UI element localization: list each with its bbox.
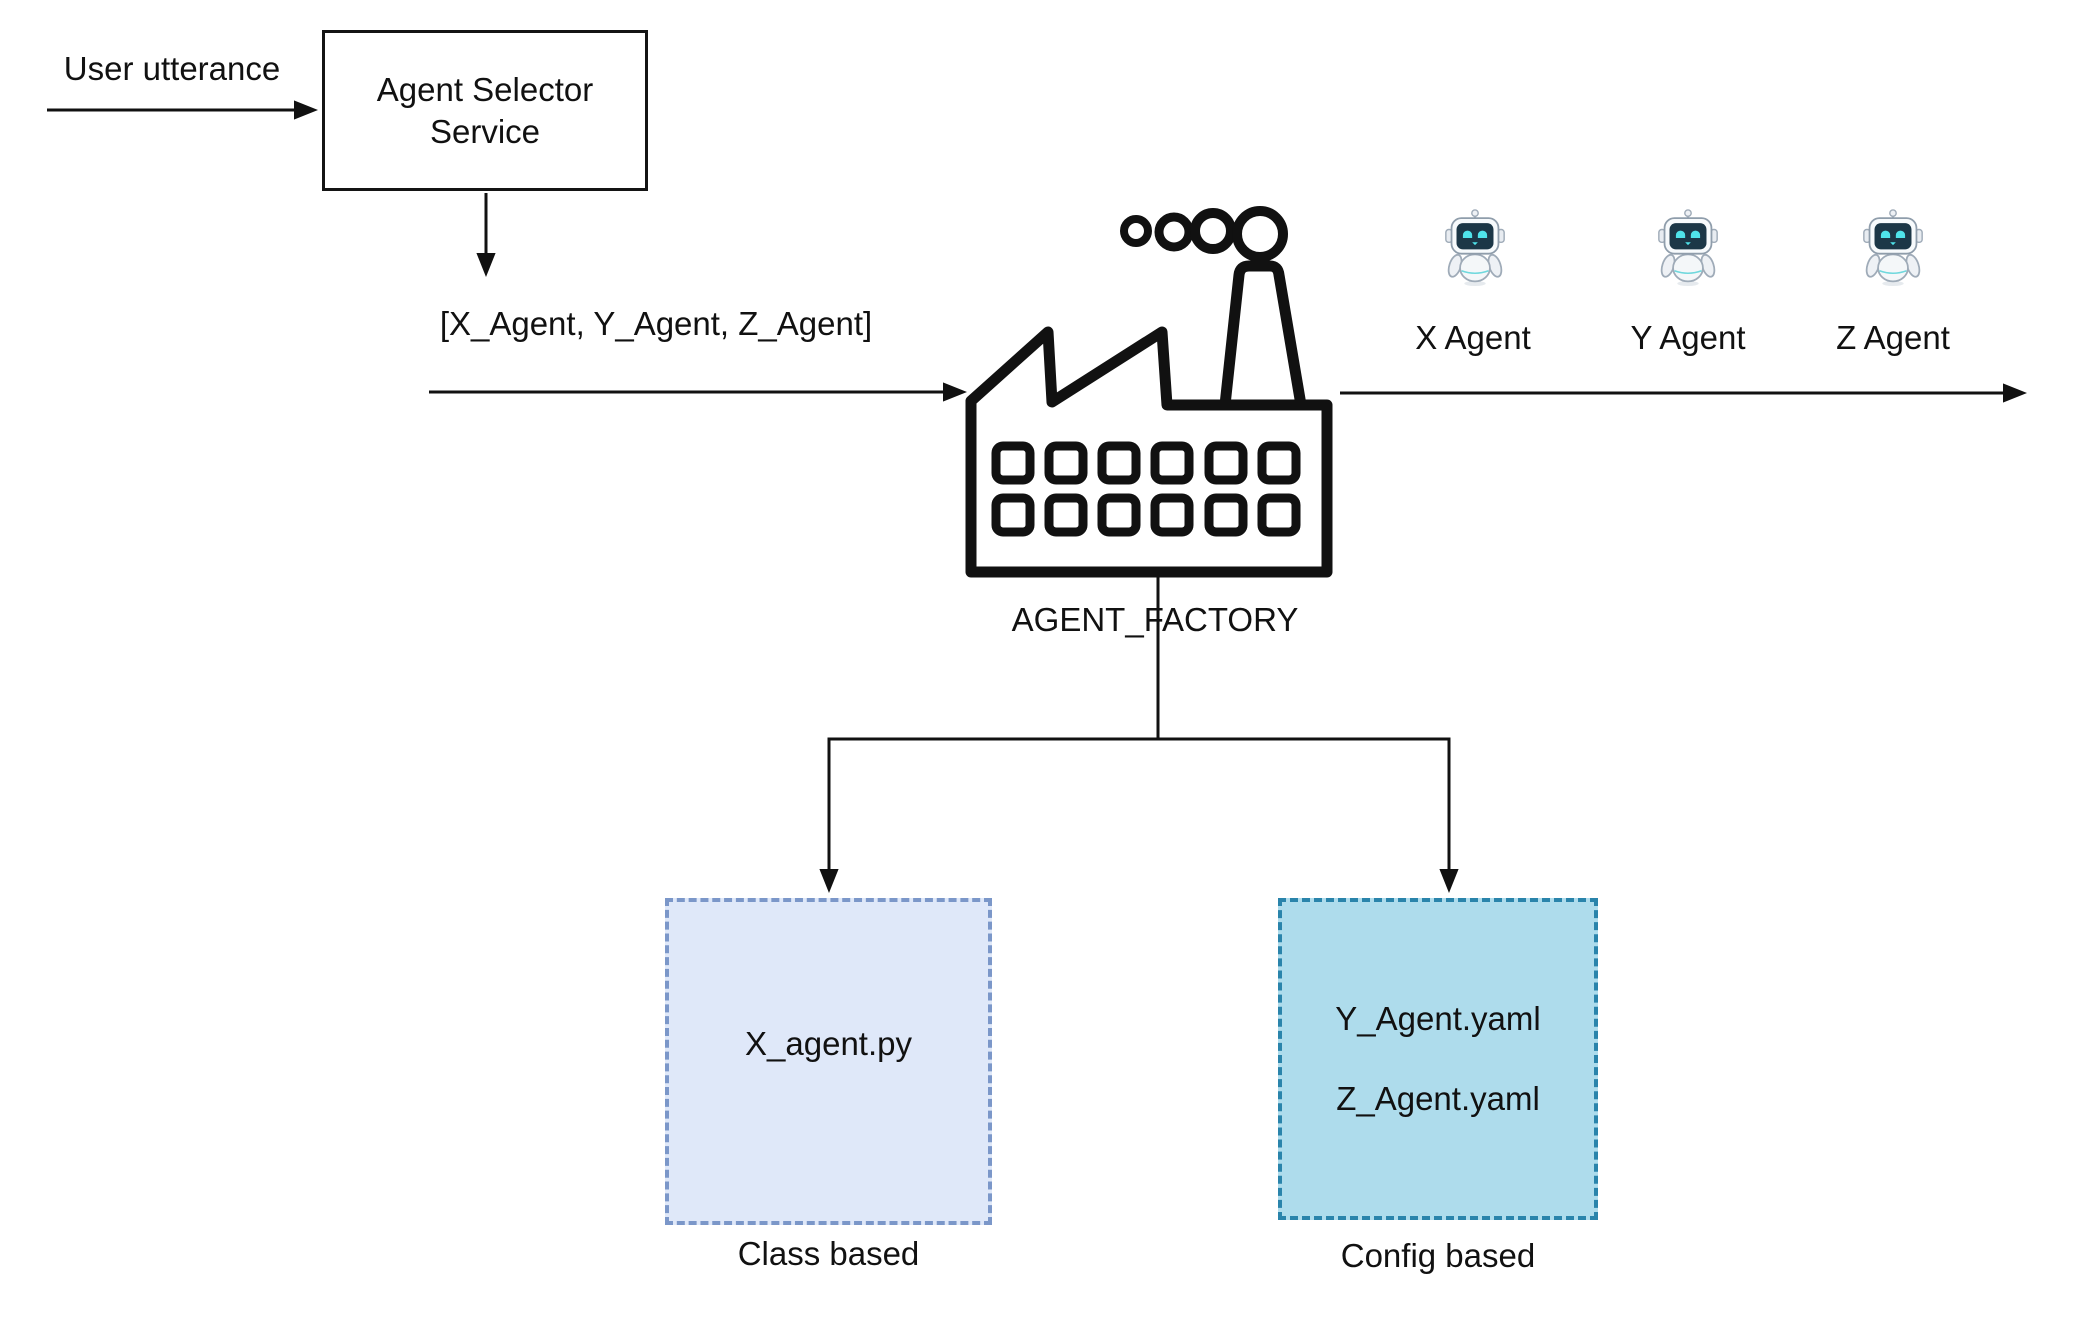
smoke-circle-4 (1232, 206, 1288, 262)
class-box-file: X_agent.py (745, 1024, 912, 1062)
factory-windows (991, 441, 1301, 537)
smoke-circle-3 (1190, 208, 1236, 254)
robot-icon (1656, 208, 1720, 288)
agent-label-x: X Agent (1415, 319, 1531, 356)
robot-icon (1443, 208, 1507, 288)
class-based-box: X_agent.py (665, 898, 992, 1225)
robot-icon (1861, 208, 1925, 288)
smoke-circle-2 (1154, 212, 1194, 252)
agent-label-z: Z Agent (1836, 319, 1950, 356)
config-box-file-2: Z_Agent.yaml (1336, 1080, 1540, 1117)
config-box-file-1: Y_Agent.yaml (1335, 1000, 1541, 1037)
config-based-box: Y_Agent.yaml Z_Agent.yaml (1278, 898, 1598, 1220)
selected-agents-list-label: [X_Agent, Y_Agent, Z_Agent] (439, 305, 873, 342)
robot-icon-svg (1658, 209, 1718, 287)
agent-label-y: Y Agent (1630, 319, 1746, 356)
agent-selector-label-line1: Agent Selector (376, 70, 594, 108)
robot-icon-svg (1863, 209, 1923, 287)
config-based-caption: Config based (1340, 1237, 1536, 1274)
factory-icon (965, 206, 1333, 578)
factory-chimney (1219, 260, 1307, 411)
robot-icon-svg (1445, 209, 1505, 287)
class-based-caption: Class based (737, 1235, 920, 1272)
arrow-factory-to-class-box (819, 737, 1158, 893)
factory-label: AGENT_FACTORY (1011, 601, 1299, 638)
agent-selector-label-line2: Service (429, 112, 541, 150)
smoke-circle-1 (1120, 215, 1152, 247)
arrow-factory-to-config-box (1158, 737, 1459, 893)
agent-selector-service-box: Agent Selector Service (322, 30, 648, 191)
user-utterance-label: User utterance (63, 50, 281, 87)
